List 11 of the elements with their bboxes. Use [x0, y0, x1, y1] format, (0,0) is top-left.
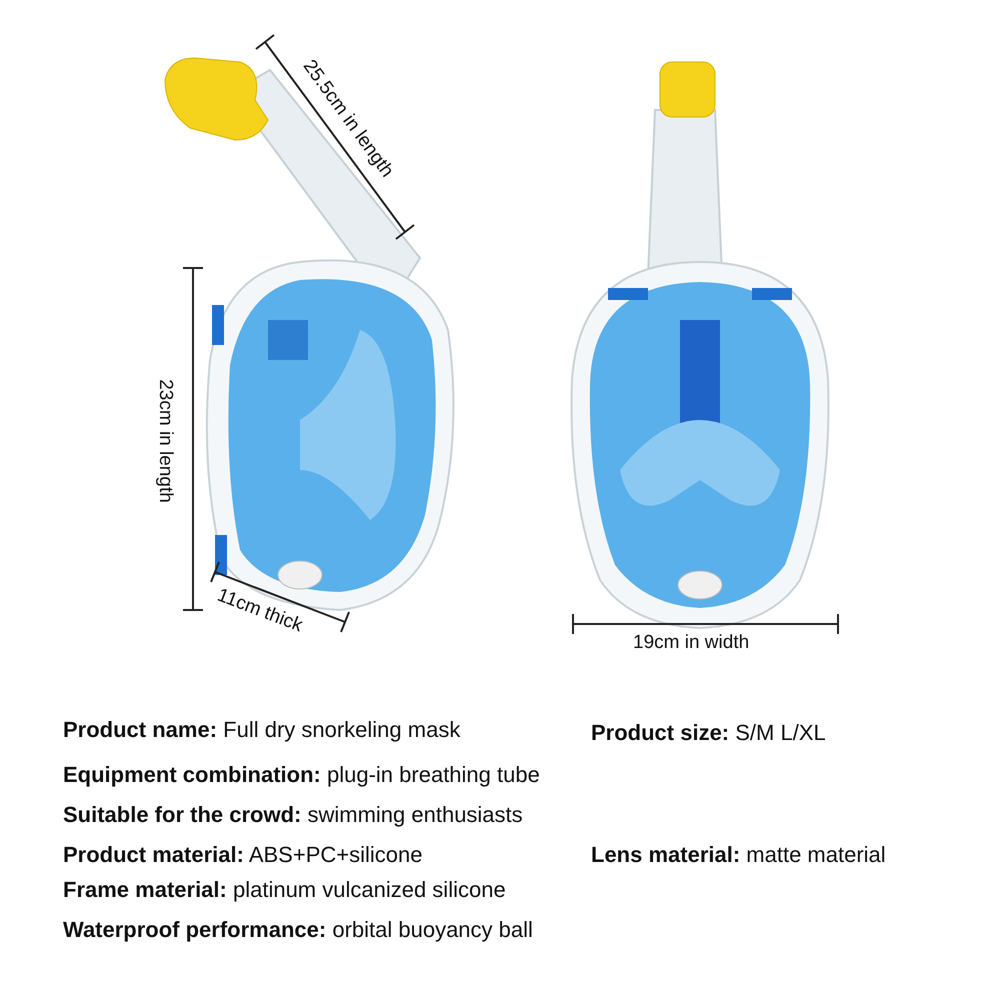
spec-line: Equipment combination: plug-in breathing tube — [63, 762, 540, 788]
spec-line: Suitable for the crowd: swimming enthusiasts — [63, 802, 523, 828]
dimension-label: 19cm in width — [633, 632, 750, 654]
dimension-label: 11cm thick — [214, 584, 306, 638]
spec-line: Waterproof performance: orbital buoyancy ball — [63, 917, 533, 943]
spec-line: Product material: ABS+PC+silicone — [63, 842, 422, 868]
spec-line: Frame material: platinum vulcanized silicone — [63, 877, 506, 903]
spec-line: Product name: Full dry snorkeling mask — [63, 717, 460, 743]
spec-line: Lens material: matte material — [591, 842, 886, 868]
dimension-label: 23cm in length — [154, 379, 176, 503]
spec-line: Product size: S/M L/XL — [591, 720, 826, 746]
